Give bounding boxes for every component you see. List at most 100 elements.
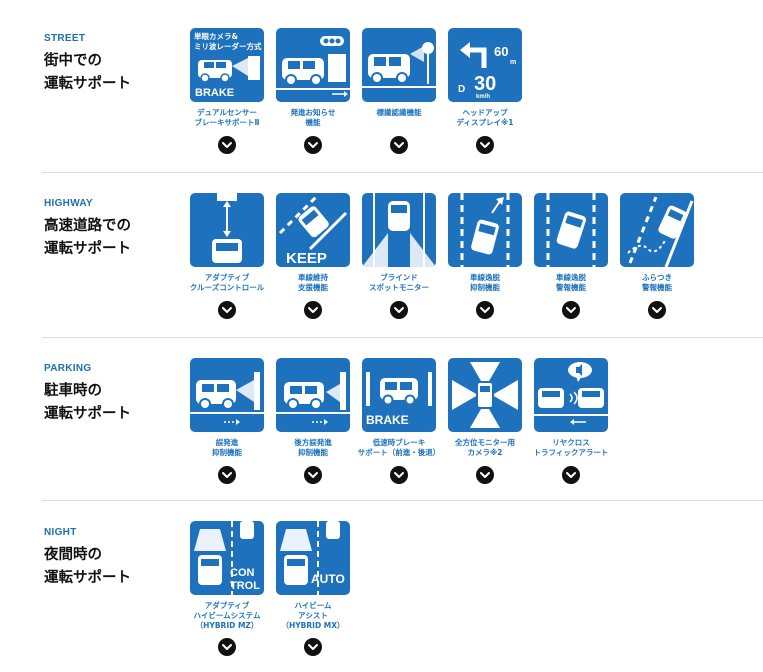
expand-chevron-icon[interactable] <box>218 301 236 319</box>
high-beam-assist-icon[interactable]: AUTO <box>276 521 350 595</box>
expand-chevron-icon[interactable] <box>562 301 580 319</box>
expand-chevron-icon[interactable] <box>304 466 322 484</box>
label-line: 機能 <box>305 118 321 127</box>
sign-recognition-icon[interactable] <box>362 28 436 102</box>
label-line: （HYBRID MZ） <box>195 621 259 630</box>
expand-chevron-icon[interactable] <box>562 466 580 484</box>
label-line: アダプティブ <box>204 273 250 282</box>
expand-chevron-icon[interactable] <box>390 301 408 319</box>
category-label: STREET <box>44 33 86 44</box>
label-line: アダプティブ <box>204 601 250 610</box>
expand-chevron-icon[interactable] <box>304 301 322 319</box>
heading-line: 街中での <box>44 53 102 69</box>
expand-chevron-icon[interactable] <box>476 466 494 484</box>
label-line: スポットモニター <box>369 283 429 292</box>
label-line: （HYBRID MX） <box>281 621 345 630</box>
feature-label: 車線維持 支援機能 <box>270 273 356 293</box>
label-line: ブレーキサポートⅡ <box>194 118 260 127</box>
expand-chevron-icon[interactable] <box>218 466 236 484</box>
expand-chevron-icon[interactable] <box>476 301 494 319</box>
dual-sensor-brake-icon[interactable]: 単眼カメラ& ミリ波レーダー方式 BRAKE <box>190 28 264 102</box>
label-line: 全方位モニター用 <box>455 438 515 447</box>
feature-label: リヤクロス トラフィックアラート <box>528 438 614 458</box>
icon-text: 60 <box>494 44 508 59</box>
label-line: カメラ※2 <box>467 448 503 457</box>
label-line: 車線逸脱 <box>470 273 500 282</box>
adaptive-cruise-icon[interactable] <box>190 193 264 267</box>
rear-misstart-prevention-icon[interactable] <box>276 358 350 432</box>
blind-spot-monitor-icon[interactable] <box>362 193 436 267</box>
label-line: トラフィックアラート <box>533 448 609 457</box>
label-line: 支援機能 <box>298 283 328 292</box>
expand-chevron-icon[interactable] <box>648 301 666 319</box>
adaptive-high-beam-icon[interactable]: CON TROL <box>190 521 264 595</box>
icon-text: AUTO <box>311 572 345 586</box>
label-line: デュアルセンサー <box>197 108 257 117</box>
label-line: 抑制機能 <box>212 448 242 457</box>
label-line: 発進お知らせ <box>290 108 336 117</box>
lane-departure-warning-icon[interactable] <box>534 193 608 267</box>
icon-text: KEEP <box>286 250 327 267</box>
expand-chevron-icon[interactable] <box>476 136 494 154</box>
label-line: 誤発進 <box>215 438 239 447</box>
heading-line: 運転サポート <box>44 76 131 92</box>
feature-label: 車線逸脱 抑制機能 <box>442 273 528 293</box>
feature-label: 後方誤発進 抑制機能 <box>270 438 356 458</box>
feature-label: 全方位モニター用 カメラ※2 <box>442 438 528 458</box>
icon-text: BRAKE <box>366 413 409 427</box>
feature-label: 車線逸脱 警報機能 <box>528 273 614 293</box>
feature-label: ふらつき 警報機能 <box>614 273 700 293</box>
icon-text: CON <box>230 567 255 579</box>
feature-label: アダプティブ クルーズコントロール <box>184 273 270 293</box>
expand-chevron-icon[interactable] <box>304 638 322 656</box>
feature-label: 発進お知らせ 機能 <box>270 108 356 128</box>
feature-label: ヘッドアップ ディスプレイ※1 <box>442 108 528 128</box>
expand-chevron-icon[interactable] <box>390 466 408 484</box>
section-heading: 夜間時の 運転サポート <box>44 544 131 590</box>
rear-cross-traffic-icon[interactable] <box>534 358 608 432</box>
all-around-camera-icon[interactable] <box>448 358 522 432</box>
expand-chevron-icon[interactable] <box>390 136 408 154</box>
heading-line: 運転サポート <box>44 406 131 422</box>
misstart-prevention-icon[interactable] <box>190 358 264 432</box>
departure-notice-icon[interactable] <box>276 28 350 102</box>
wobble-warning-icon[interactable] <box>620 193 694 267</box>
label-line: ヘッドアップ <box>462 108 508 117</box>
lane-departure-prevention-icon[interactable] <box>448 193 522 267</box>
category-label: HIGHWAY <box>44 198 93 209</box>
label-line: 車線維持 <box>298 273 328 282</box>
label-line: ブラインド <box>380 273 418 282</box>
label-line: 標識認識機能 <box>376 108 422 117</box>
heading-line: 高速道路での <box>44 218 131 234</box>
heading-line: 運転サポート <box>44 570 131 586</box>
low-speed-brake-icon[interactable]: BRAKE <box>362 358 436 432</box>
icon-text: ミリ波レーダー方式 <box>194 41 262 51</box>
label-line: 車線逸脱 <box>556 273 586 282</box>
label-line: アシスト <box>298 611 328 620</box>
label-line: ふらつき <box>642 273 672 282</box>
expand-chevron-icon[interactable] <box>304 136 322 154</box>
icon-text: BRAKE <box>195 87 234 99</box>
section-divider <box>42 337 763 338</box>
feature-label: ブラインド スポットモニター <box>356 273 442 293</box>
icon-text: 単眼カメラ& <box>194 31 238 41</box>
feature-label: 誤発進 抑制機能 <box>184 438 270 458</box>
lane-keep-icon[interactable]: KEEP <box>276 193 350 267</box>
icon-text: TROL <box>230 580 260 592</box>
section-heading: 高速道路での 運転サポート <box>44 215 131 261</box>
icon-text: 30 <box>474 73 496 95</box>
expand-chevron-icon[interactable] <box>218 136 236 154</box>
section-heading: 街中での 運転サポート <box>44 50 131 96</box>
expand-chevron-icon[interactable] <box>218 638 236 656</box>
heading-line: 運転サポート <box>44 241 131 257</box>
label-line: ディスプレイ※1 <box>456 118 514 127</box>
label-line: クルーズコントロール <box>189 283 265 292</box>
category-label: PARKING <box>44 363 92 374</box>
head-up-display-icon[interactable]: 60 m 30 km/h D <box>448 28 522 102</box>
label-line: 警報機能 <box>556 283 586 292</box>
feature-label: デュアルセンサー ブレーキサポートⅡ <box>184 108 270 128</box>
label-line: ハイビーム <box>294 601 332 610</box>
feature-label: 低速時ブレーキ サポート（前進・後退） <box>356 438 442 458</box>
label-line: ハイビームシステム <box>193 611 261 620</box>
category-label: NIGHT <box>44 527 77 538</box>
